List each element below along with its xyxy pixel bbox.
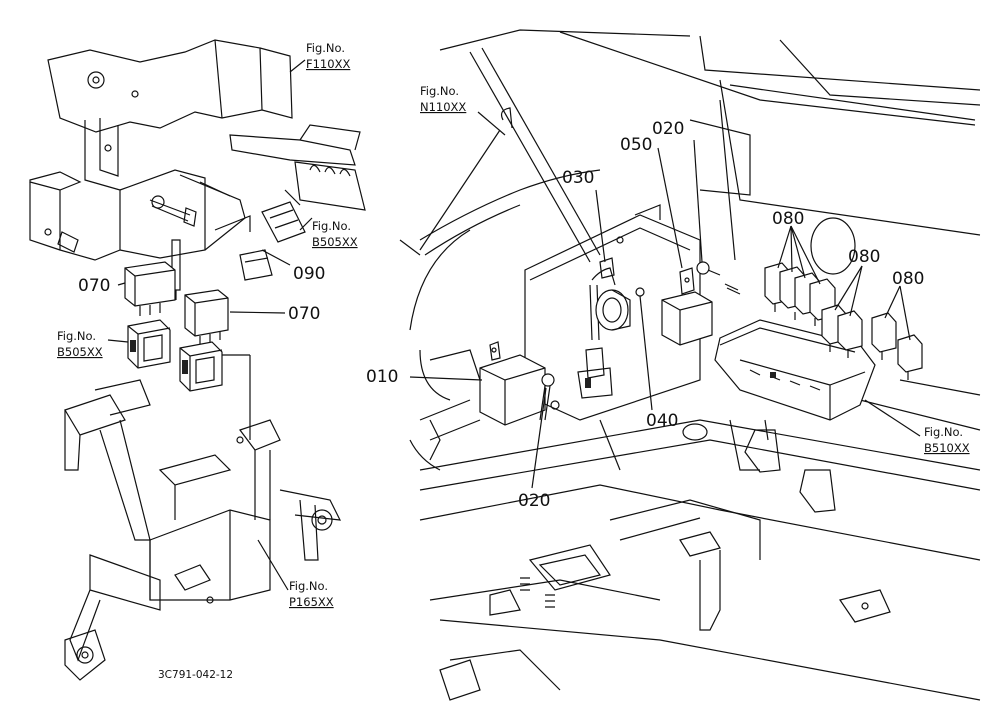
buzzer-030 (595, 257, 645, 331)
relay-010 (479, 341, 546, 426)
part-label-080-c: 080 (892, 269, 924, 289)
relay-070-upper (124, 261, 176, 316)
left-lower-frame (64, 379, 342, 681)
relay-socket-left (127, 319, 171, 369)
fig-ref-b505-left: B505XX (57, 345, 103, 359)
left-frame-bracket (29, 39, 366, 300)
relay-050 (661, 267, 713, 346)
part-label-080-b: 080 (848, 247, 880, 267)
fig-ref-b505-top: B505XX (312, 235, 358, 249)
part-label-010: 010 (366, 367, 398, 387)
connector-090 (239, 189, 306, 281)
part-label-050: 050 (620, 135, 652, 155)
part-label-030: 030 (562, 168, 594, 188)
right-cab-panel (399, 29, 981, 701)
part-label-020-lower: 020 (518, 491, 550, 511)
part-label-070-upper: 070 (78, 276, 110, 296)
fig-prefix-b505-left: Fig.No. (57, 329, 96, 343)
fig-ref-b510: B510XX (924, 441, 970, 455)
part-label-090: 090 (293, 264, 325, 284)
relay-socket-right (179, 341, 223, 392)
fig-ref-n110: N110XX (420, 100, 466, 114)
part-label-040: 040 (646, 411, 678, 431)
part-label-020-upper: 020 (652, 119, 684, 139)
fig-ref-p165: P165XX (289, 595, 334, 609)
relay-070-lower (184, 289, 229, 344)
part-label-070-lower: 070 (288, 304, 320, 324)
fuse-box (714, 319, 876, 421)
fig-prefix-p165: Fig.No. (289, 579, 328, 593)
bolt-020-upper (696, 261, 741, 295)
left-leader-lines (107, 59, 313, 591)
wire-harness (577, 267, 616, 399)
right-leader-lines (409, 111, 921, 489)
fig-prefix-b510: Fig.No. (924, 425, 963, 439)
drawing-code: 3C791-042-12 (158, 669, 233, 681)
relays-080 (764, 262, 923, 380)
bolt-020-lower (539, 373, 555, 421)
fig-prefix-n110: Fig.No. (420, 84, 459, 98)
part-label-080-a: 080 (772, 209, 804, 229)
fig-prefix-f110: Fig.No. (306, 41, 345, 55)
fig-ref-f110: F110XX (306, 57, 350, 71)
fig-prefix-b505-top: Fig.No. (312, 219, 351, 233)
